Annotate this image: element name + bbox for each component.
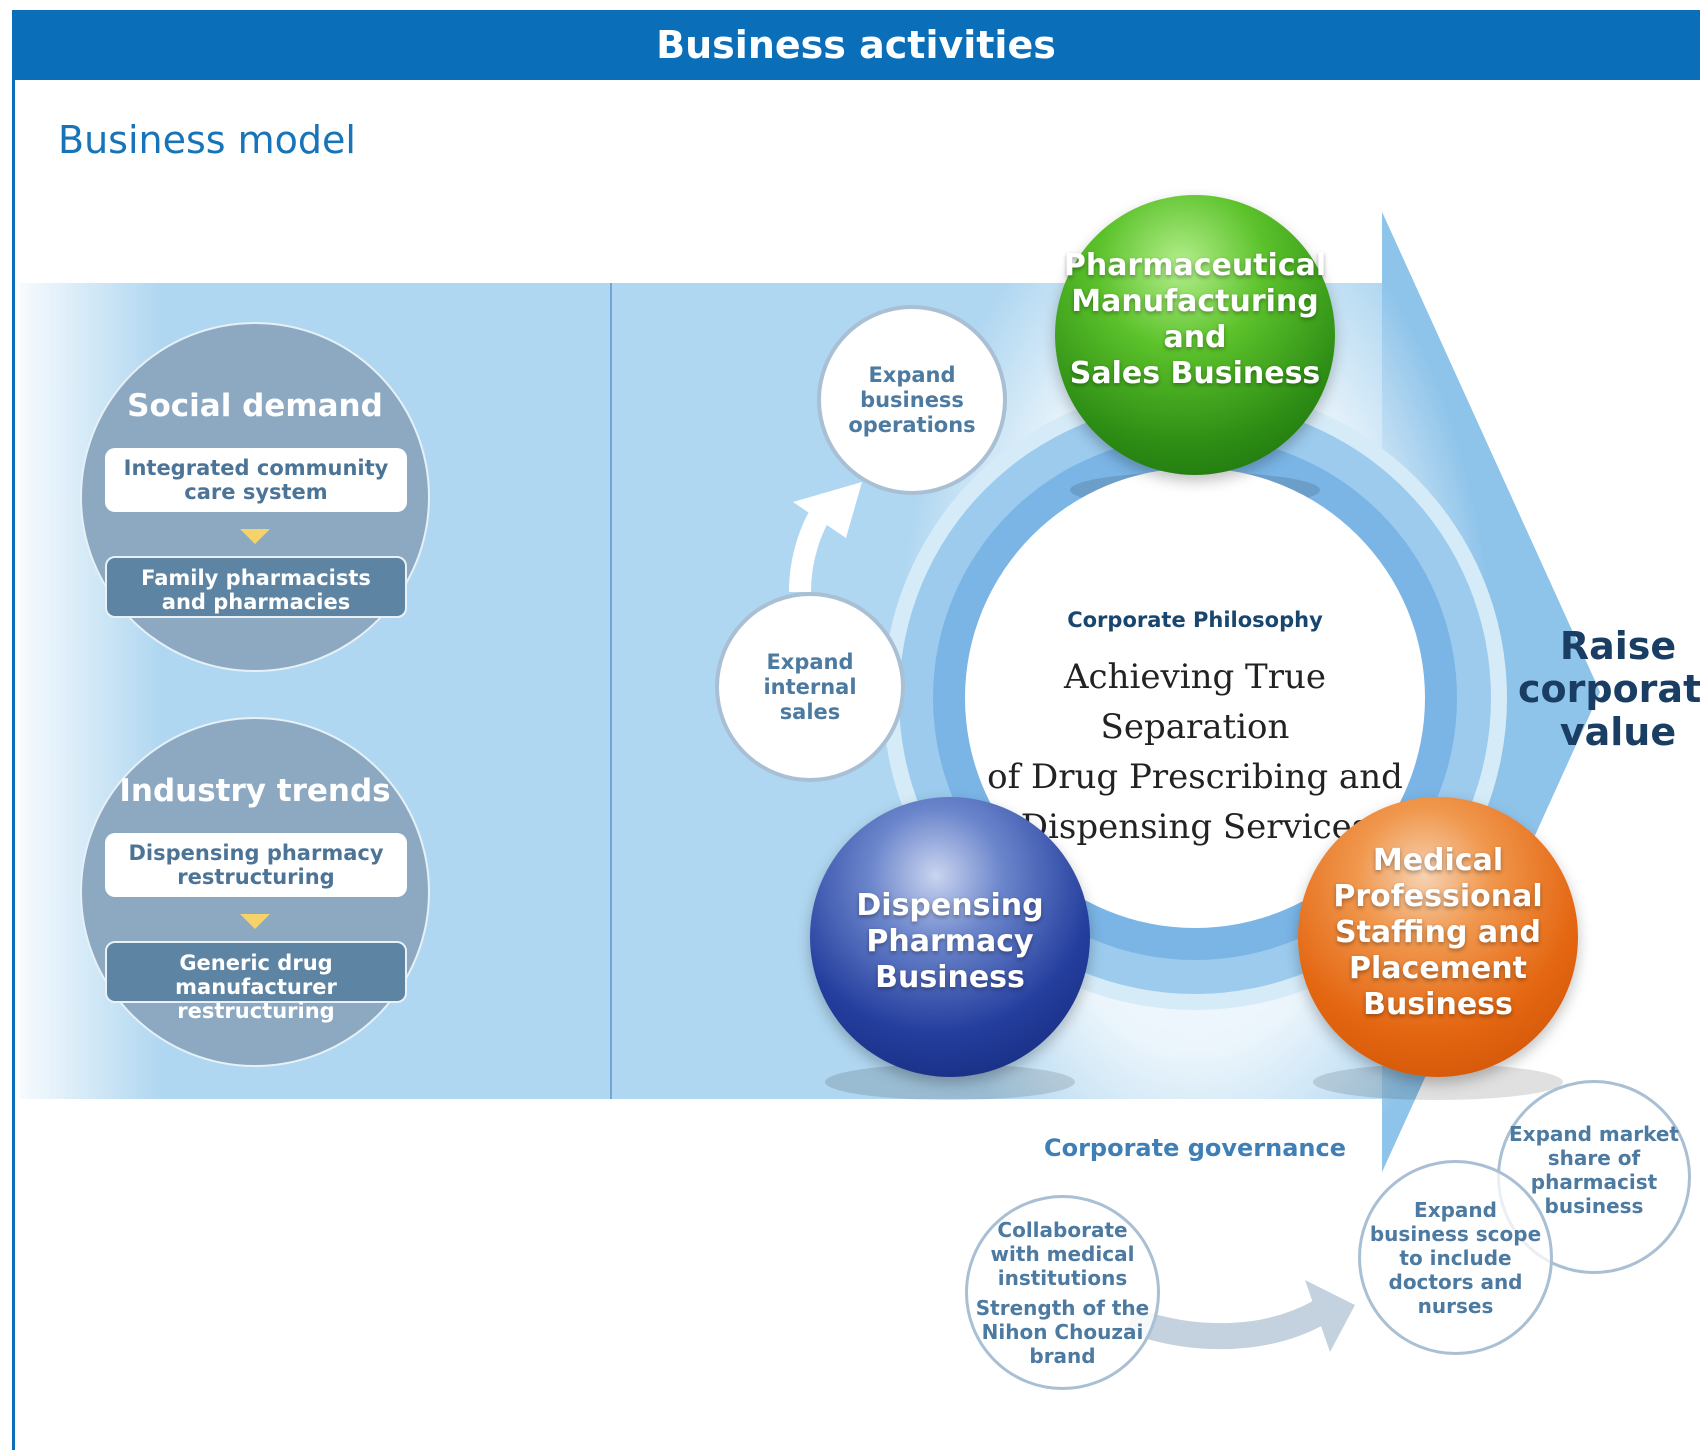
dispensing-pharmacy-sphere: Dispensing Pharmacy Business	[810, 797, 1090, 1077]
dispensing-restructuring-pill: Dispensing pharmacy restructuring	[105, 833, 407, 897]
expand-business-operations-bubble: Expand business operations	[817, 305, 1007, 495]
collaborate-strength-bubble: Collaborate with medical institutions St…	[965, 1195, 1160, 1390]
page-frame	[12, 10, 1700, 1450]
philosophy-text: Achieving True Separation of Drug Prescr…	[987, 657, 1403, 847]
bottom-arrowhead	[1305, 1280, 1355, 1352]
industry-trends-title: Industry trends	[119, 773, 391, 809]
upward-arrowhead	[793, 482, 862, 538]
band-divider	[610, 283, 612, 1099]
social-demand-title: Social demand	[127, 388, 383, 424]
down-triangle-icon	[240, 914, 270, 929]
section-header: Business activities	[12, 10, 1700, 80]
generic-drug-pill: Generic drug manufacturer restructuring	[105, 941, 407, 1023]
philosophy-label: Corporate Philosophy	[1067, 608, 1323, 632]
raise-corporate-value: Raise corporate value	[1518, 624, 1700, 754]
expand-internal-sales-bubble: Expand internal sales	[715, 592, 905, 782]
down-triangle-icon	[240, 529, 270, 544]
pharmaceutical-manufacturing-sphere: Pharmaceutical Manufacturing and Sales B…	[1055, 195, 1335, 475]
community-care-pill: Integrated community care system	[105, 448, 407, 512]
medical-staffing-sphere: Medical Professional Staffing and Placem…	[1298, 797, 1578, 1077]
page-title: Business model	[58, 118, 356, 162]
bottom-curved-arrow	[1125, 1300, 1327, 1350]
header-title: Business activities	[656, 23, 1056, 67]
industry-trends-circle: Industry trends Dispensing pharmacy rest…	[80, 717, 430, 1067]
expand-business-scope-bubble: Expand business scope to include doctors…	[1358, 1160, 1553, 1355]
social-demand-circle: Social demand Integrated community care …	[80, 322, 430, 672]
orange-shadow	[1313, 1064, 1563, 1100]
corporate-governance-label: Corporate governance	[1040, 1122, 1350, 1174]
blue-shadow	[825, 1064, 1075, 1100]
family-pharmacists-pill: Family pharmacists and pharmacies	[105, 556, 407, 618]
